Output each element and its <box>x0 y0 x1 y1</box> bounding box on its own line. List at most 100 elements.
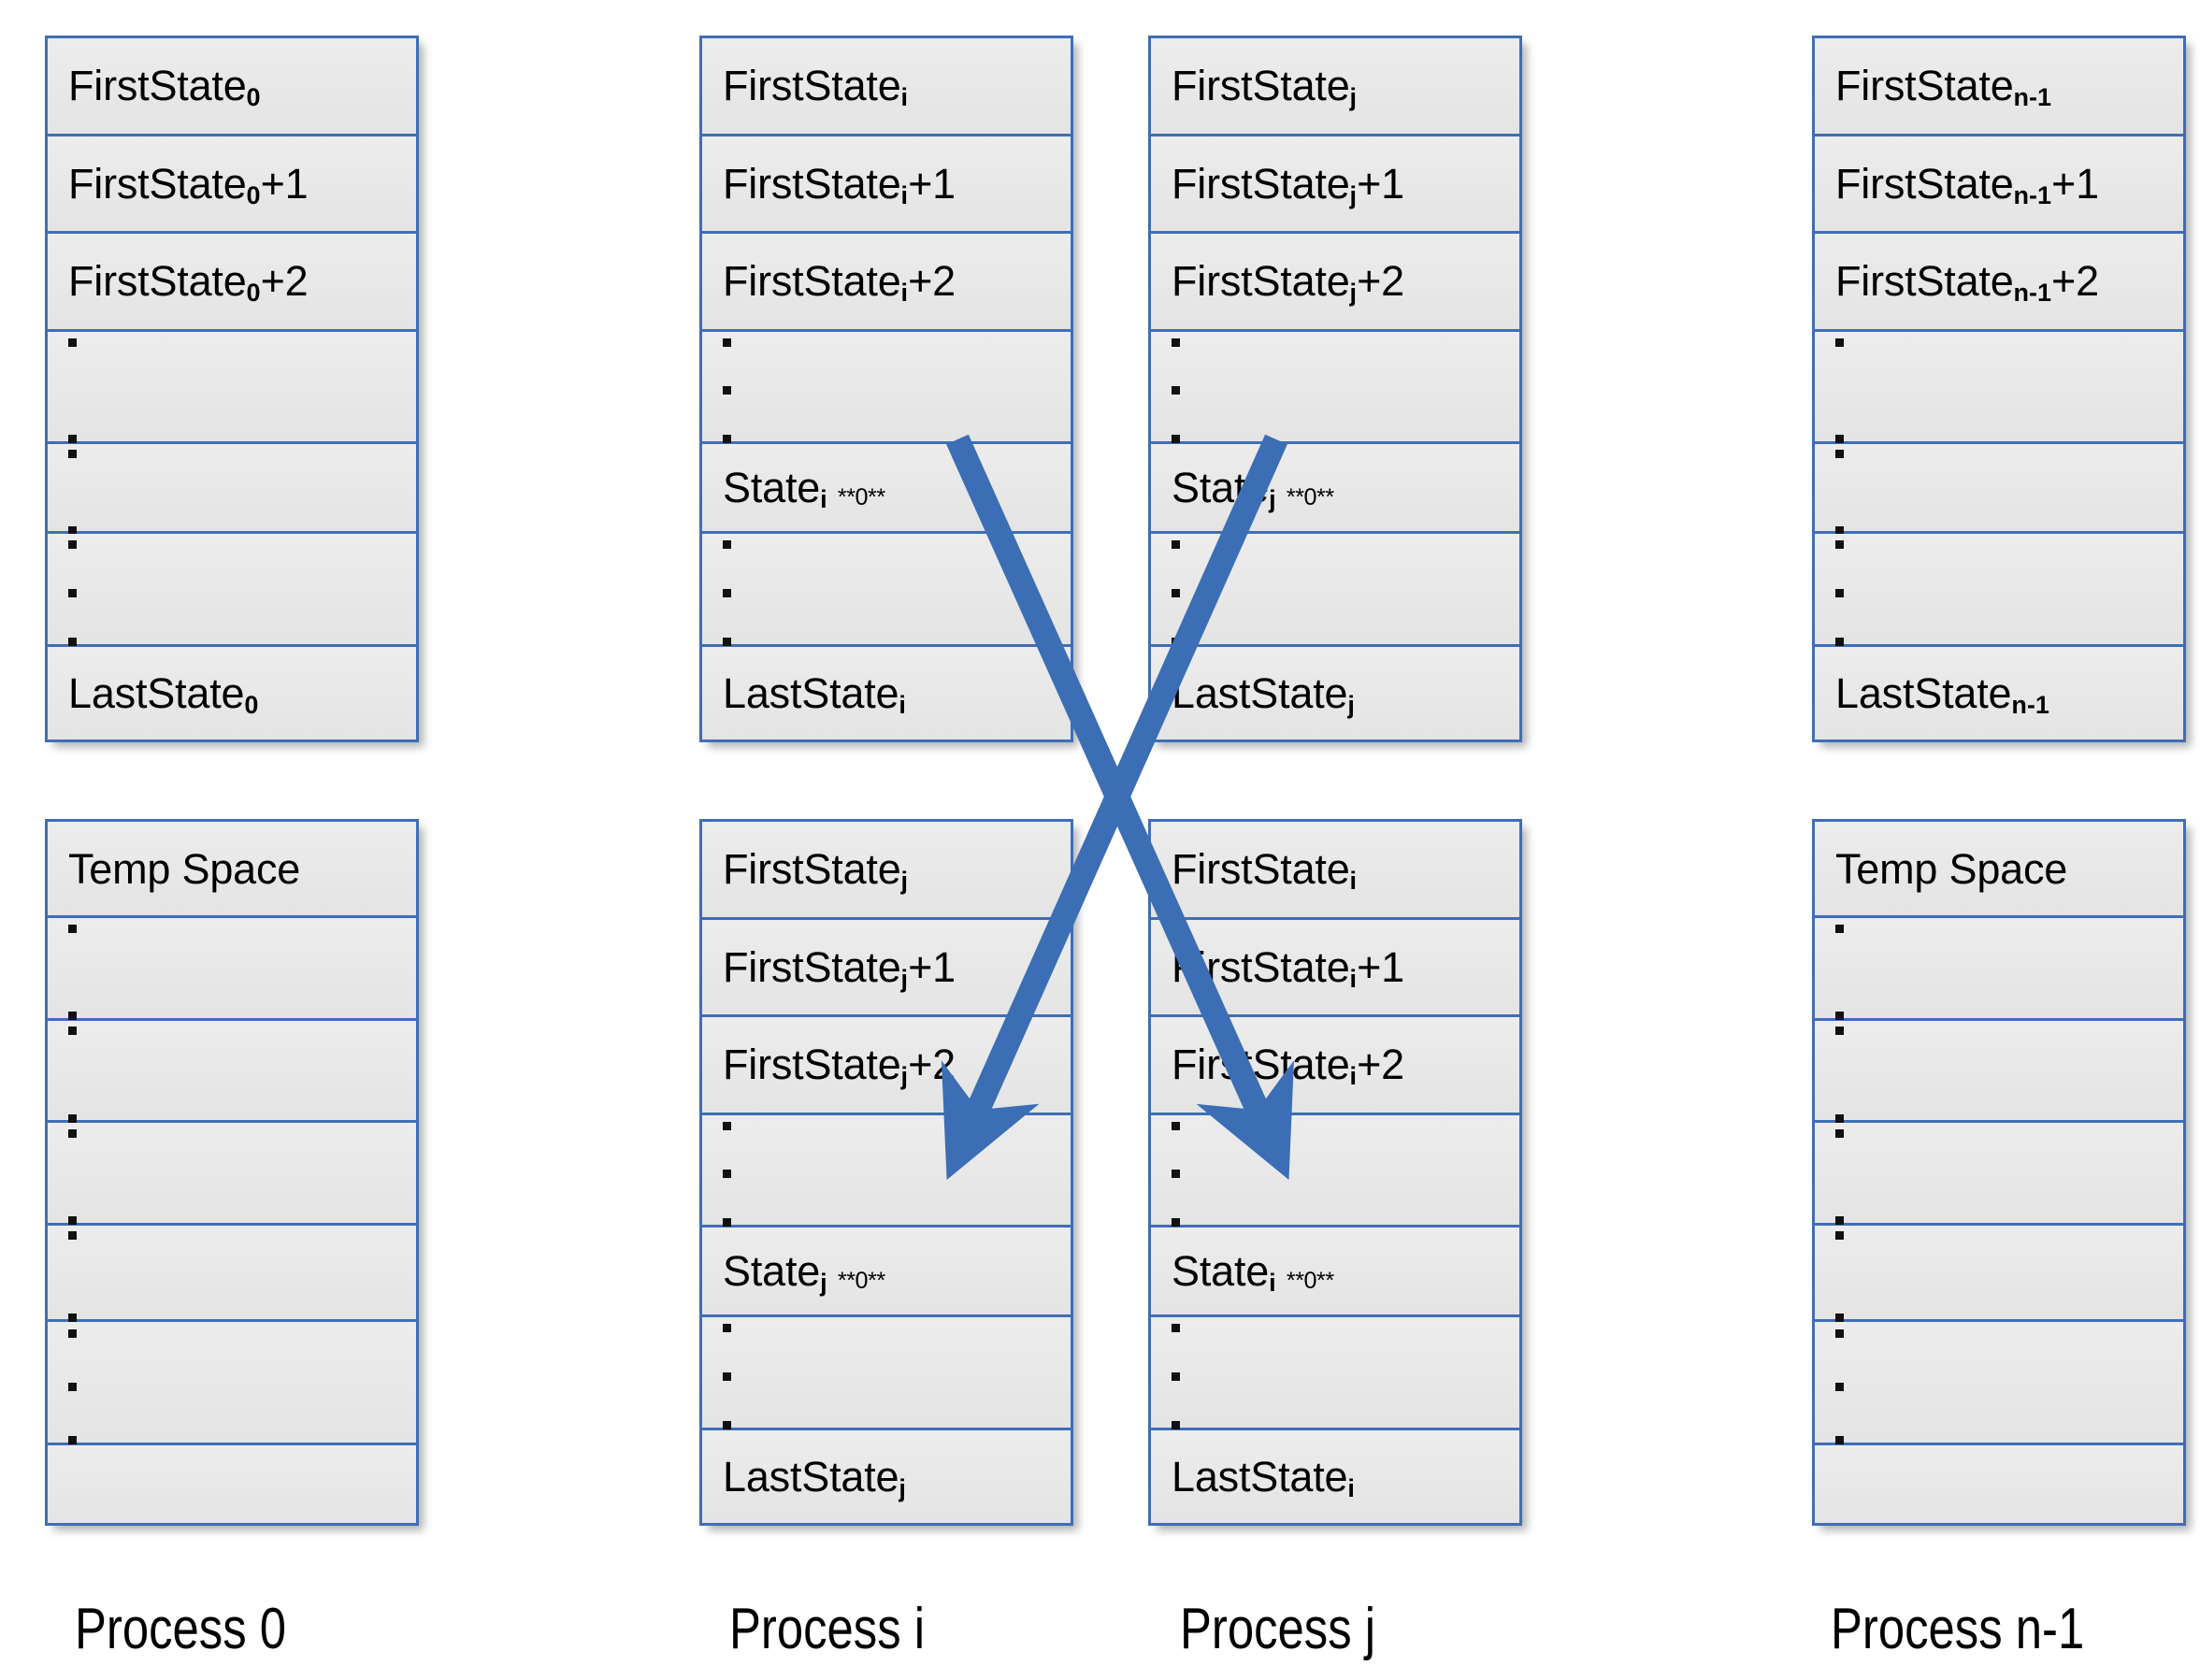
memory-cell-ellipsis[interactable] <box>702 1317 1071 1430</box>
cell-tag: **0** <box>1286 1267 1334 1294</box>
cell-subscript: j <box>1349 279 1358 308</box>
memory-cell[interactable]: FirstStatei+1 <box>702 136 1071 235</box>
memory-cell[interactable]: FirstStatej+1 <box>1151 136 1519 235</box>
ellipsis-dots <box>723 534 741 646</box>
memory-cell-ellipsis[interactable] <box>1815 918 2183 1021</box>
memory-cell-ellipsis[interactable] <box>702 534 1071 647</box>
memory-cell[interactable]: LastStatej <box>1151 646 1519 739</box>
memory-cell-ellipsis[interactable] <box>1815 1020 2183 1124</box>
memory-cell-ellipsis[interactable] <box>48 1322 416 1446</box>
memory-cell[interactable]: FirstStatej+2 <box>702 1017 1071 1115</box>
memory-cell-ellipsis[interactable] <box>1151 1317 1519 1430</box>
temp-space-process-0[interactable]: Temp Space <box>45 819 419 1526</box>
ellipsis-dots <box>68 1021 87 1123</box>
memory-cell[interactable]: FirstStaten-1+2 <box>1815 234 2183 332</box>
cell-subscript: i <box>899 690 906 719</box>
memory-cell-ellipsis[interactable] <box>48 1123 416 1226</box>
memory-cell-ellipsis[interactable] <box>1815 1322 2183 1446</box>
memory-cell[interactable]: FirstState0+2 <box>48 234 416 332</box>
memory-cell[interactable]: FirstStatej <box>702 822 1071 920</box>
memory-cell[interactable]: FirstState0+1 <box>48 136 416 235</box>
cell-label: FirstStatej <box>723 845 909 896</box>
memory-cell[interactable]: FirstState0 <box>48 38 416 136</box>
ellipsis-dots <box>1172 1317 1190 1429</box>
cell-label: Statej**0** <box>723 1247 885 1298</box>
memory-cell[interactable]: FirstStatej+1 <box>702 919 1071 1018</box>
memory-cell-ellipsis[interactable] <box>1151 1114 1519 1228</box>
memory-cell[interactable]: FirstStaten-1 <box>1815 38 2183 136</box>
memory-cell-ellipsis[interactable] <box>48 918 416 1021</box>
cell-label: FirstStatei+1 <box>723 159 956 209</box>
cell-label: FirstState0+1 <box>68 159 309 209</box>
memory-cell[interactable]: LastStaten-1 <box>1815 646 2183 739</box>
cell-subscript: 0 <box>246 180 261 209</box>
cell-label: FirstStatej+2 <box>723 1041 956 1091</box>
ellipsis-dots <box>1835 918 1854 1021</box>
cell-label: Temp Space <box>1835 844 2068 893</box>
memory-cell[interactable]: FirstStatei+2 <box>702 234 1071 332</box>
cell-label: FirstStaten-1+2 <box>1835 257 2099 308</box>
memory-cell-ellipsis[interactable] <box>48 1225 416 1323</box>
memory-cell[interactable]: LastStatei <box>1151 1429 1519 1523</box>
ellipsis-dots <box>68 332 87 444</box>
memory-cell[interactable]: FirstStatej+2 <box>1151 234 1519 332</box>
cell-subscript: j <box>899 1473 906 1502</box>
cell-label: Temp Space <box>68 844 301 893</box>
ellipsis-dots <box>68 534 87 646</box>
memory-cell-ellipsis[interactable] <box>48 1020 416 1124</box>
cell-label: FirstStaten-1 <box>1835 62 2052 112</box>
memory-cell-ellipsis[interactable] <box>48 534 416 647</box>
memory-cell[interactable]: LastStatei <box>702 646 1071 739</box>
memory-cell-ellipsis[interactable] <box>1151 534 1519 647</box>
cell-label: LastStaten-1 <box>1835 668 2049 719</box>
process-label-process-j: Process j <box>1180 1597 1376 1661</box>
cell-subscript: i <box>1349 1062 1358 1091</box>
memory-cell[interactable]: LastStatej <box>702 1429 1071 1523</box>
memory-cell[interactable]: Statei**0** <box>702 444 1071 535</box>
memory-cell-ellipsis[interactable] <box>1815 1225 2183 1323</box>
memory-cell[interactable]: FirstStatei+1 <box>1151 919 1519 1018</box>
cell-subscript: n-1 <box>2013 279 2052 308</box>
memory-cell-ellipsis[interactable] <box>702 1114 1071 1228</box>
cell-subscript: i <box>1347 1473 1355 1502</box>
memory-cell[interactable]: FirstStaten-1+1 <box>1815 136 2183 235</box>
cell-subscript: i <box>1349 867 1358 896</box>
memory-cell[interactable]: Statej**0** <box>702 1228 1071 1318</box>
temp-space-process-n-1[interactable]: Temp Space <box>1812 819 2186 1526</box>
memory-cell[interactable]: Statei**0** <box>1151 1228 1519 1318</box>
memory-cell[interactable]: FirstStatej <box>1151 38 1519 136</box>
memory-cell-ellipsis[interactable] <box>1815 444 2183 535</box>
memory-cell[interactable]: LastState0 <box>48 646 416 739</box>
memory-cell-ellipsis[interactable] <box>702 331 1071 445</box>
ellipsis-dots <box>1835 1021 1854 1123</box>
cell-subscript: j <box>820 1269 827 1298</box>
cell-subscript: 0 <box>244 690 259 719</box>
memory-cell-ellipsis[interactable] <box>48 444 416 535</box>
memory-cell-empty[interactable] <box>1815 1445 2183 1523</box>
memory-cell[interactable]: Statej**0** <box>1151 444 1519 535</box>
memory-cell-ellipsis[interactable] <box>48 331 416 445</box>
memory-cell[interactable]: Temp Space <box>1815 822 2183 919</box>
cell-label: FirstStaten-1+1 <box>1835 159 2099 209</box>
memory-cell-ellipsis[interactable] <box>1815 331 2183 445</box>
memory-cell[interactable]: FirstStatei+2 <box>1151 1017 1519 1115</box>
cell-label: FirstStatej+1 <box>1172 159 1404 209</box>
cell-subscript: j <box>900 1062 909 1091</box>
memory-cell[interactable]: Temp Space <box>48 822 416 919</box>
cell-label: LastStatej <box>723 1452 906 1502</box>
memory-cell[interactable]: FirstStatei <box>1151 822 1519 920</box>
memory-cell-ellipsis[interactable] <box>1815 1123 2183 1226</box>
memory-cell-ellipsis[interactable] <box>1815 534 2183 647</box>
ellipsis-dots <box>1835 444 1854 535</box>
cell-label: LastStatei <box>1172 1452 1355 1502</box>
memory-cell-empty[interactable] <box>48 1445 416 1523</box>
memory-cell-ellipsis[interactable] <box>1151 331 1519 445</box>
memory-cell[interactable]: FirstStatei <box>702 38 1071 136</box>
